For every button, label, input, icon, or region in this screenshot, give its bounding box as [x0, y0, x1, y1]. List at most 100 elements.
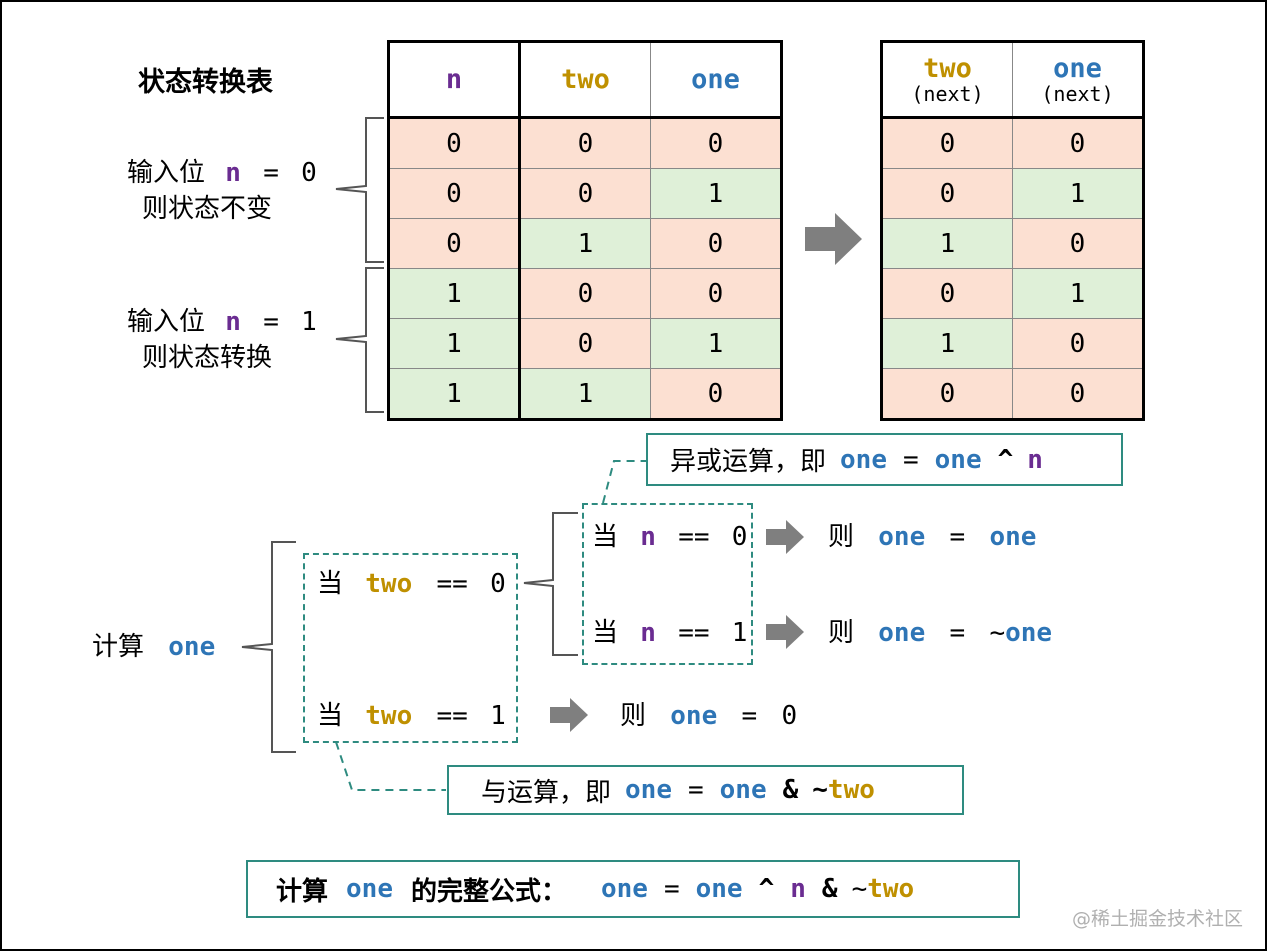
- header-one-next-main: one: [1053, 53, 1102, 84]
- cell: 0: [519, 168, 651, 219]
- xor-note-op: =: [902, 444, 919, 475]
- group-label-n1-line2: 则状态转换: [142, 343, 273, 373]
- result-n0: 则 one = one: [828, 520, 1036, 554]
- brace-two0-icon: [523, 512, 578, 656]
- case-two1-val: 1: [490, 701, 506, 731]
- table-row: 0 0: [881, 117, 1144, 169]
- header-n: n: [388, 41, 521, 119]
- table-row: 1 0 1: [388, 318, 782, 369]
- formula-b: one: [695, 874, 743, 904]
- header-two-next-sub: (next): [911, 82, 984, 106]
- formula-box: 计算 one 的完整公式： one = one ^ n & ~two: [246, 860, 1020, 918]
- brace-n1-icon: [335, 267, 384, 413]
- group-label-n0-val: 0: [301, 158, 317, 188]
- cell: 1: [881, 218, 1013, 269]
- table-transition-arrow-icon: [805, 213, 862, 265]
- title: 状态转换表: [138, 67, 273, 98]
- case-two0-op: ==: [436, 569, 468, 599]
- xor-connector: [602, 460, 646, 504]
- xor-note-b: one: [934, 444, 982, 475]
- and-connector: [335, 741, 446, 791]
- table-row: 0 1: [881, 268, 1144, 319]
- result-n1-not: ~: [989, 618, 1006, 648]
- case-n1-op: ==: [678, 618, 710, 648]
- cell: 0: [519, 318, 651, 369]
- header-one-next: one (next): [1012, 41, 1144, 119]
- result-two1-op: =: [741, 701, 758, 731]
- cell: 1: [519, 368, 651, 420]
- header-two-next: two (next): [881, 41, 1013, 119]
- result-n0-b: one: [989, 522, 1037, 552]
- xor-note-text: 异或运算，即: [670, 447, 827, 477]
- cell: 0: [650, 368, 782, 420]
- case-two0: 当 two == 0: [317, 567, 506, 601]
- xor-note-xor: ^: [997, 444, 1014, 475]
- right-next-state-table: two (next) one (next) 0 0 0 1 1 0 0 1 1: [880, 40, 1145, 421]
- result-n0-then: 则: [828, 522, 855, 552]
- table-row: 1 0: [881, 318, 1144, 369]
- header-one-next-sub: (next): [1041, 82, 1114, 106]
- result-n1-op: =: [949, 618, 966, 648]
- header-two-next-main: two: [923, 53, 972, 84]
- cell: 0: [519, 117, 651, 169]
- cell: 0: [1012, 368, 1144, 420]
- case-n0: 当 n == 0: [592, 520, 747, 554]
- and-note-a: one: [625, 775, 672, 805]
- formula-two: two: [867, 874, 915, 904]
- table-row: 1 1 0: [388, 368, 782, 420]
- cell: 0: [881, 168, 1013, 219]
- table-row: 0 0: [881, 368, 1144, 420]
- table-row: 0 0 1: [388, 168, 782, 219]
- cell: 0: [881, 368, 1013, 420]
- case-n0-when: 当: [592, 522, 619, 552]
- cell: 1: [650, 168, 782, 219]
- case-n1: 当 n == 1: [592, 616, 747, 650]
- group-label-n1: 输入位 n = 1: [127, 304, 317, 340]
- and-note-op: =: [687, 775, 704, 805]
- formula-text: 计算: [276, 876, 329, 907]
- table-row: 0 1 0: [388, 218, 782, 269]
- formula-op: =: [663, 874, 680, 904]
- n-case-box: [582, 503, 753, 665]
- result-two1: 则 one = 0: [620, 699, 797, 733]
- and-note-b: one: [719, 775, 767, 805]
- formula-not: ~: [851, 874, 868, 904]
- cell: 0: [1012, 218, 1144, 269]
- case-two1-op: ==: [436, 701, 468, 731]
- formula-var: one: [346, 874, 393, 904]
- formula-text2: 的完整公式：: [410, 876, 567, 907]
- result-n0-a: one: [878, 522, 926, 552]
- group-label-n1-prefix: 输入位: [127, 307, 206, 337]
- case-two1-when: 当: [317, 701, 344, 731]
- and-note-not: ~: [812, 775, 828, 805]
- xor-note-n: n: [1027, 444, 1043, 475]
- watermark: @稀土掘金技术社区: [1071, 908, 1243, 930]
- cell: 0: [519, 268, 651, 319]
- cell: 0: [388, 218, 521, 269]
- case-two0-var: two: [365, 569, 413, 599]
- arrow-n0-icon: [766, 520, 804, 554]
- result-n0-op: =: [949, 522, 966, 552]
- group-label-n0-line2: 则状态不变: [142, 194, 273, 224]
- result-n1-a: one: [878, 618, 926, 648]
- arrow-two1-icon: [550, 698, 588, 732]
- case-n1-var: n: [640, 618, 656, 648]
- table-row: 0 1: [881, 168, 1144, 219]
- and-note-text: 与运算，即: [481, 777, 612, 808]
- cell: 1: [388, 368, 521, 420]
- case-n1-val: 1: [731, 618, 748, 648]
- and-note-and: &: [782, 775, 799, 805]
- group-label-n0-prefix: 输入位: [127, 158, 206, 188]
- cell: 1: [1012, 168, 1144, 219]
- case-two1-var: two: [365, 701, 413, 731]
- group-label-n1-op: =: [263, 307, 279, 337]
- arrow-n1-icon: [766, 615, 804, 649]
- result-n1-then: 则: [828, 618, 855, 648]
- calc-one-label: 计算 one: [92, 630, 215, 664]
- cell: 0: [881, 117, 1013, 169]
- group-label-n1-val: 1: [301, 307, 317, 337]
- xor-note-a: one: [840, 444, 887, 475]
- case-two0-when: 当: [317, 569, 344, 599]
- case-n0-var: n: [640, 522, 656, 552]
- table-row: 1 0: [881, 218, 1144, 269]
